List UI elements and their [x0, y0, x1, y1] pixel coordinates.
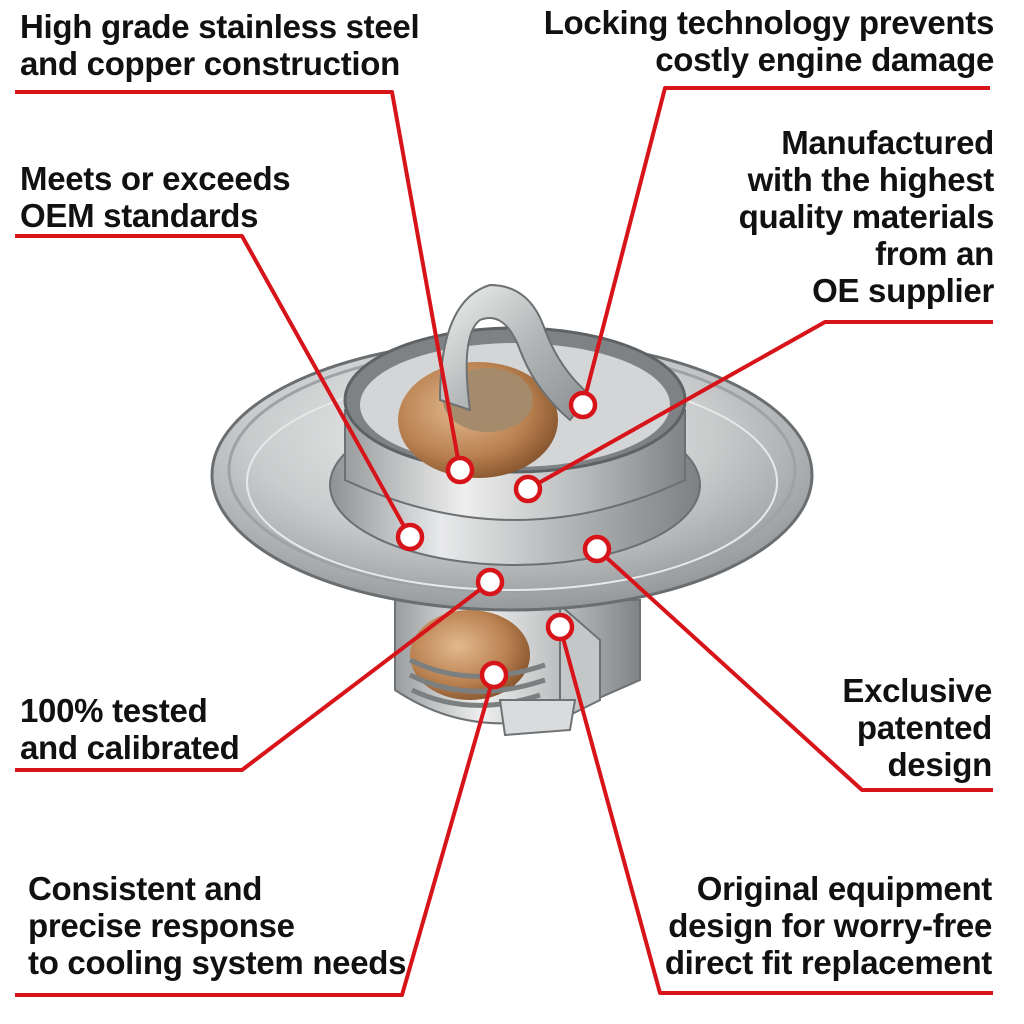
callout-patented: Exclusive patented design — [842, 672, 992, 783]
dot-tested — [475, 567, 505, 597]
callout-patented-line-3: design — [887, 746, 992, 783]
center-cup — [329, 326, 701, 566]
dot-locking — [568, 390, 598, 420]
dot-response — [479, 660, 509, 690]
callout-oem: Meets or exceeds OEM standards — [20, 160, 291, 234]
callout-manufactured-line-1: Manufactured — [781, 124, 994, 161]
callout-locking-line-1: Locking technology prevents — [543, 4, 995, 41]
callout-patented-line-1: Exclusive — [842, 672, 992, 709]
callout-oem-line-2: OEM standards — [20, 197, 259, 234]
callout-response-line-3: to cooling system needs — [28, 944, 407, 981]
callout-dots — [395, 390, 612, 690]
dot-oem — [395, 522, 425, 552]
callout-response-line-2: precise response — [28, 907, 295, 944]
callout-patented-line-2: patented — [856, 709, 992, 746]
line-oem — [15, 234, 412, 538]
callout-manufactured-line-4: from an — [875, 235, 994, 272]
callout-lines — [15, 86, 993, 997]
line-manufactured — [527, 320, 993, 491]
dot-original — [545, 612, 575, 642]
dot-patented — [582, 534, 612, 564]
callout-manufactured: Manufactured with the highest quality ma… — [738, 124, 995, 309]
line-patented — [595, 547, 993, 792]
callout-tested-line-2: and calibrated — [20, 729, 240, 766]
line-response — [15, 674, 496, 997]
callout-original-line-1: Original equipment — [696, 870, 993, 907]
callout-original-line-3: direct fit replacement — [664, 944, 992, 981]
callout-original-line-2: design for worry-free — [668, 907, 992, 944]
line-tested — [15, 580, 492, 772]
line-original — [558, 626, 993, 995]
callout-response: Consistent and precise response to cooli… — [28, 870, 407, 981]
callout-locking-line-2: costly engine damage — [655, 41, 994, 78]
callout-tested: 100% tested and calibrated — [20, 692, 240, 766]
callout-steel-line-1: High grade stainless steel — [20, 8, 420, 45]
line-steel — [15, 90, 462, 471]
callout-response-line-1: Consistent and — [28, 870, 263, 907]
callout-steel: High grade stainless steel and copper co… — [20, 8, 420, 82]
callout-steel-line-2: and copper construction — [20, 45, 400, 82]
callout-manufactured-line-5: OE supplier — [812, 272, 994, 309]
callout-locking: Locking technology prevents costly engin… — [543, 4, 995, 78]
callout-original: Original equipment design for worry-free… — [665, 870, 992, 981]
callout-manufactured-line-3: quality materials — [738, 198, 995, 235]
dot-steel — [445, 455, 475, 485]
callout-oem-line-1: Meets or exceeds — [20, 160, 291, 197]
line-locking — [581, 86, 990, 406]
lower-cage — [394, 599, 641, 737]
dot-manufactured — [513, 474, 543, 504]
callout-manufactured-line-2: with the highest — [747, 161, 995, 198]
callout-tested-line-1: 100% tested — [20, 692, 208, 729]
